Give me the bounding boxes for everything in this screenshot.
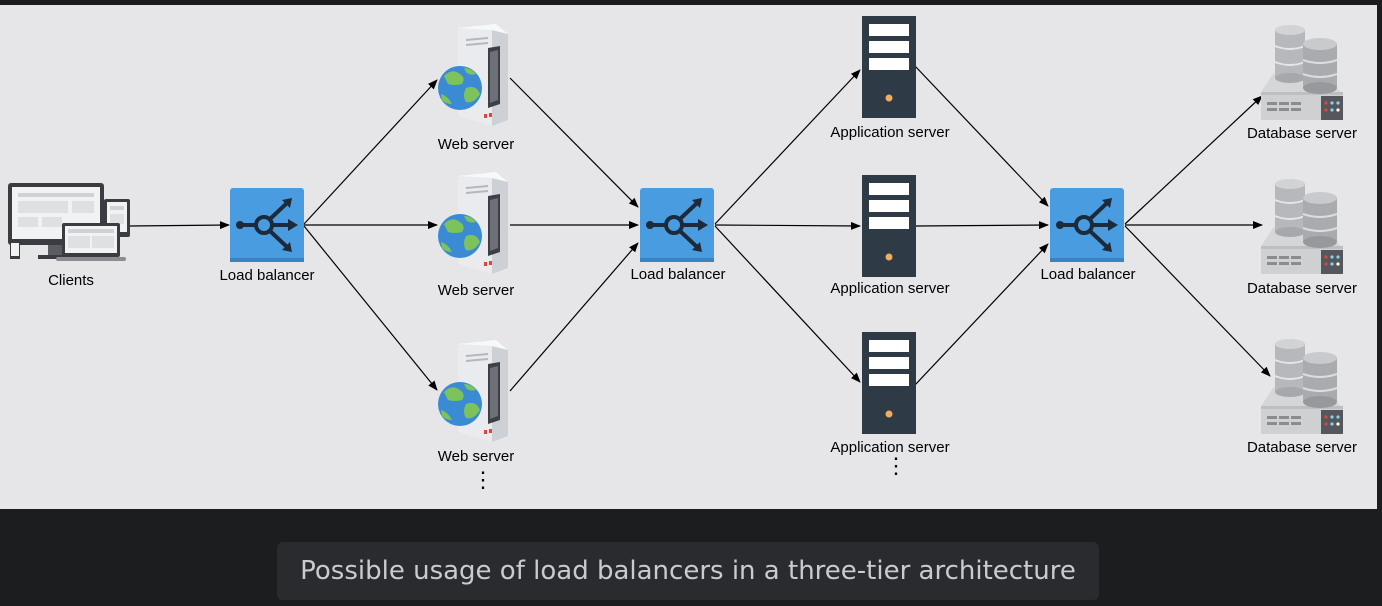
load-balancer-label: Load balancer: [1040, 266, 1136, 283]
server-rack-icon: [862, 175, 916, 277]
database-server-label: Database server: [1246, 125, 1358, 142]
database-server-icon: [1260, 178, 1344, 275]
database-server-label: Database server: [1246, 280, 1358, 297]
devices-icon: [8, 183, 130, 261]
database-server-icon: [1260, 338, 1344, 435]
connection-arrows: [129, 65, 1271, 392]
load-balancer-icon: [1048, 186, 1126, 264]
server-rack-icon: [862, 332, 916, 434]
web-server-label: Web server: [437, 136, 515, 153]
load-balancer-label: Load balancer: [219, 267, 315, 284]
web-server-icon: [437, 23, 509, 127]
server-rack-icon: [862, 16, 916, 118]
load-balancer-label: Load balancer: [630, 266, 726, 283]
right-edge-bar: [1377, 0, 1382, 606]
load-balancer-icon: [228, 186, 306, 264]
clients-label: Clients: [48, 272, 94, 289]
database-server-icon: [1260, 24, 1344, 121]
more-web-servers-ellipsis: ⋮: [472, 469, 494, 491]
application-server-label: Application server: [830, 280, 950, 297]
figure-caption: Possible usage of load balancers in a th…: [277, 542, 1099, 600]
web-server-label: Web server: [437, 448, 515, 465]
more-app-servers-ellipsis: ⋮: [885, 455, 907, 477]
web-server-icon: [437, 171, 509, 275]
load-balancer-icon: [638, 186, 716, 264]
architecture-diagram: [8, 16, 1344, 443]
application-server-label: Application server: [830, 439, 950, 456]
database-server-label: Database server: [1246, 439, 1358, 456]
web-server-icon: [437, 339, 509, 443]
web-server-label: Web server: [437, 282, 515, 299]
application-server-label: Application server: [830, 124, 950, 141]
